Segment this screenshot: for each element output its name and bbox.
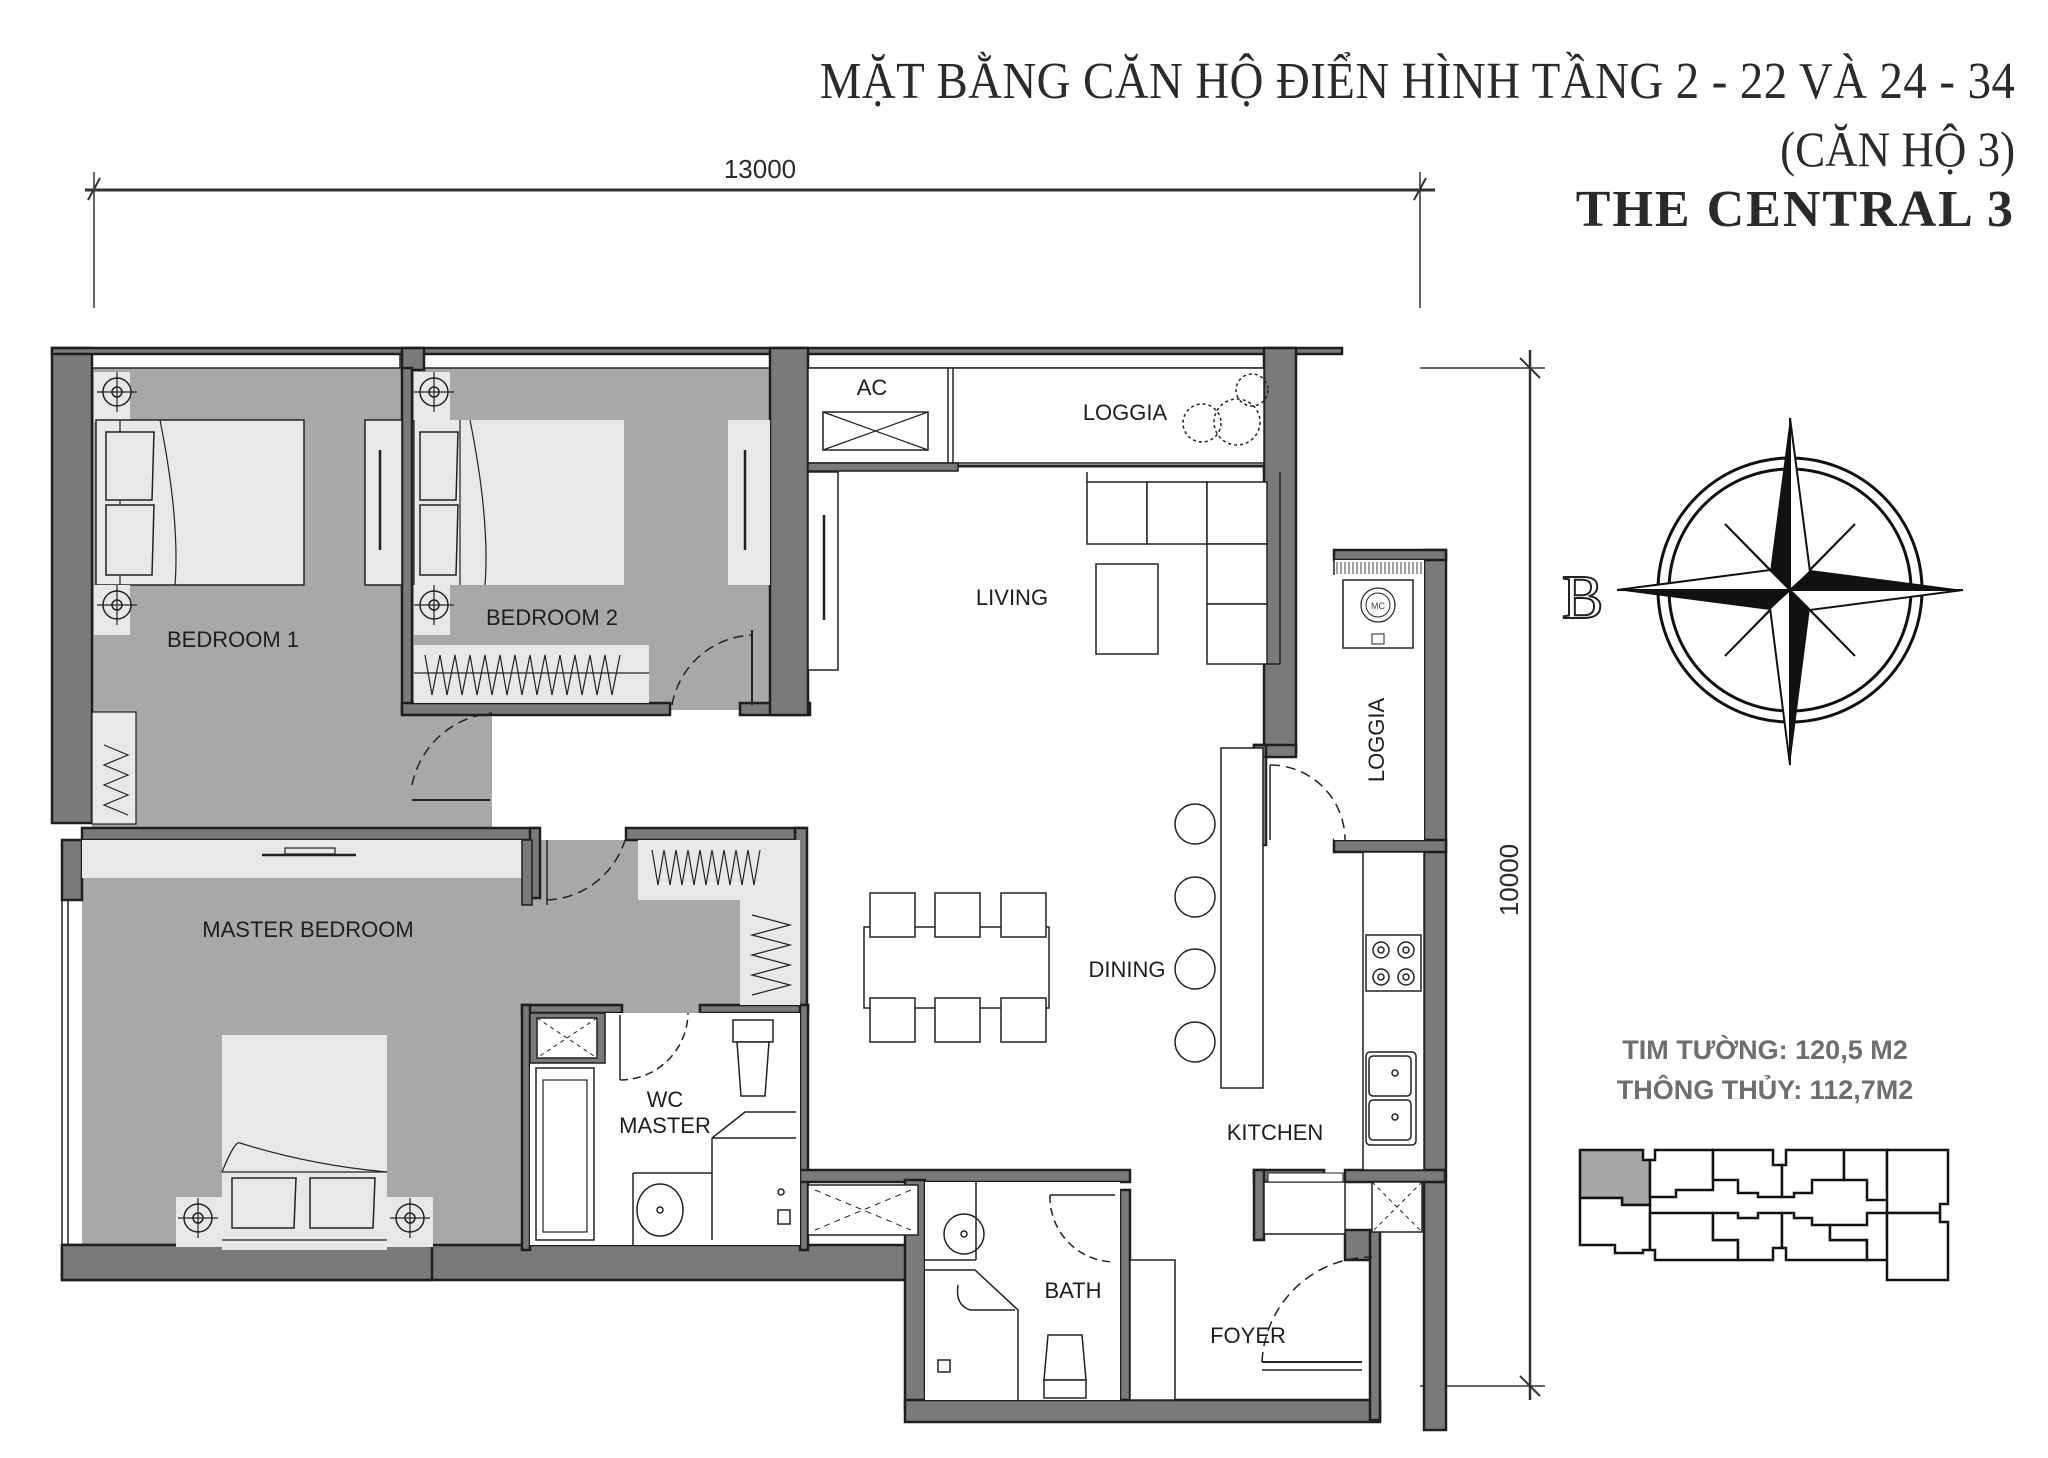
dimension-height: 10000 xyxy=(1420,350,1545,1400)
kitchen-area: KITCHEN xyxy=(1227,851,1425,1235)
lamp-icon xyxy=(414,585,454,625)
room-label-foyer: FOYER xyxy=(1210,1323,1286,1348)
gross-area-text: TIM TƯỜNG: 120,5 M2 xyxy=(1622,1035,1908,1065)
sink-icon xyxy=(1365,1051,1417,1146)
room-label-kitchen: KITCHEN xyxy=(1227,1120,1324,1145)
duct-icon xyxy=(536,1017,598,1059)
room-label-ac: AC xyxy=(857,375,888,400)
bar-counter-icon xyxy=(1174,747,1264,1089)
room-label-dining: DINING xyxy=(1089,957,1166,982)
unit-subtitle: (CĂN HỘ 3) xyxy=(1780,121,2015,177)
bathtub-icon xyxy=(535,1067,595,1241)
room-label-wc-master-line2: MASTER xyxy=(619,1113,711,1138)
lamp-icon xyxy=(414,372,454,412)
dining-area xyxy=(863,747,1264,1089)
stove-icon xyxy=(1365,934,1422,992)
bath: BATH xyxy=(807,1182,1120,1400)
duct-icon xyxy=(1371,1181,1423,1233)
building-key-plan-icon xyxy=(1578,1148,1950,1282)
foyer: FOYER xyxy=(1129,1256,1373,1401)
room-label-bath: BATH xyxy=(1044,1278,1101,1303)
height-dimension-label: 10000 xyxy=(1494,844,1524,916)
room-label-wc-master-line1: WC xyxy=(647,1087,684,1112)
net-area-text: THÔNG THỦY: 112,7M2 xyxy=(1616,1075,1914,1105)
room-label-bedroom-2: BEDROOM 2 xyxy=(486,605,618,630)
tv-cabinet-icon xyxy=(728,420,770,585)
lamp-icon xyxy=(178,1198,218,1238)
ac-loggia-area: AC LOGGIA xyxy=(807,367,1269,472)
project-name: THE CENTRAL 3 xyxy=(1575,181,2015,238)
entrance-door-swing-icon xyxy=(1261,1256,1373,1363)
tv-icon xyxy=(262,847,356,857)
loggia-right: MC LOGGIA xyxy=(1253,560,1424,846)
bedroom-1: BEDROOM 1 xyxy=(91,372,493,825)
toilet-icon xyxy=(1043,1334,1087,1399)
double-bed-icon xyxy=(95,419,305,586)
wardrobe-icon xyxy=(638,840,800,1005)
washbasin-icon xyxy=(925,1182,985,1261)
sofa-icon xyxy=(1086,472,1281,665)
door-swing-icon xyxy=(619,1012,689,1081)
tv-cabinet-icon xyxy=(364,419,403,586)
living-area: LIVING xyxy=(807,471,1281,671)
compass-direction-label: B xyxy=(1562,564,1603,632)
room-label-loggia-top: LOGGIA xyxy=(1083,400,1168,425)
room-label-loggia-right: LOGGIA xyxy=(1364,697,1389,782)
lamp-icon xyxy=(97,585,137,625)
coffee-table-icon xyxy=(1095,563,1159,655)
washbasin-icon xyxy=(632,1172,712,1245)
door-swing-icon xyxy=(1269,764,1346,841)
bedroom-2: BEDROOM 2 xyxy=(413,372,770,706)
door-swing-icon xyxy=(1049,1194,1116,1263)
wc-master: WC MASTER xyxy=(529,1012,800,1245)
door-swing-icon xyxy=(671,634,753,706)
toilet-icon xyxy=(732,1019,774,1097)
ac-unit-icon xyxy=(822,411,929,451)
washing-machine-icon: MC xyxy=(1342,579,1414,649)
tv-cabinet-icon xyxy=(807,471,839,671)
shoe-cabinet-icon xyxy=(1129,1259,1176,1401)
microwave-label: MC xyxy=(1371,601,1385,611)
master-bedroom: MASTER BEDROOM xyxy=(61,839,800,1250)
wardrobe-icon xyxy=(414,645,649,703)
dimension-width: 13000 xyxy=(85,154,1435,308)
width-dimension-label: 13000 xyxy=(724,154,796,184)
double-bed-icon xyxy=(413,419,624,586)
lamp-icon xyxy=(390,1198,430,1238)
compass-rose-icon: B xyxy=(1561,417,1964,766)
room-label-master-bedroom: MASTER BEDROOM xyxy=(202,917,413,942)
plant-icon xyxy=(1182,373,1269,446)
lamp-icon xyxy=(97,372,137,412)
room-label-bedroom-1: BEDROOM 1 xyxy=(167,627,299,652)
shower-icon xyxy=(711,1111,796,1240)
double-bed-icon xyxy=(221,1035,388,1250)
fridge-icon xyxy=(1263,1172,1346,1235)
shower-icon xyxy=(925,1269,1019,1400)
door-swing-icon xyxy=(411,712,493,786)
room-label-living: LIVING xyxy=(976,585,1048,610)
dining-table-icon xyxy=(863,892,1050,1043)
plan-title: MẶT BẰNG CĂN HỘ ĐIỂN HÌNH TẦNG 2 - 22 VÀ… xyxy=(819,53,2015,110)
door-swing-icon xyxy=(546,839,626,901)
wardrobe-icon xyxy=(91,711,137,825)
